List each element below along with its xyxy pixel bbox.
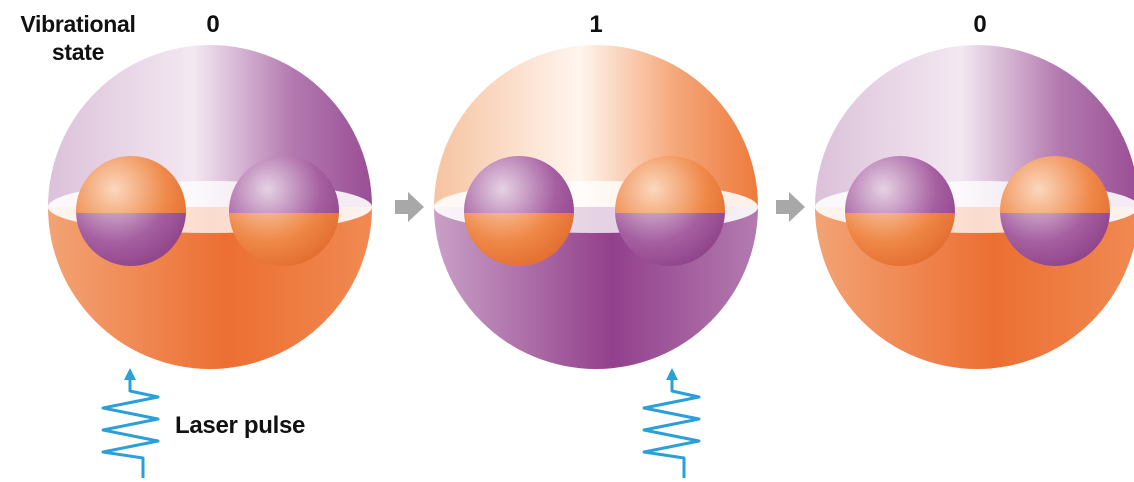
state-sphere-0	[48, 45, 372, 369]
ion-left	[76, 156, 186, 266]
transition-arrow-2-icon	[776, 192, 805, 222]
state-value-1: 1	[589, 11, 603, 38]
vibrational-state-label-line2: state	[51, 39, 105, 65]
vibrational-state-label: Vibrational state	[8, 10, 148, 66]
state-value-2: 0	[973, 11, 987, 38]
ion-right	[229, 156, 339, 266]
ion-right	[1000, 156, 1110, 266]
state-sphere-2	[815, 45, 1134, 369]
state-value-0: 0	[206, 11, 220, 38]
laser-pulse-label: Laser pulse	[175, 412, 306, 439]
laser-pulse-1-icon	[101, 368, 160, 478]
laser-pulse-2-icon	[642, 368, 701, 478]
transition-arrow-1-icon	[395, 192, 424, 222]
ion-left	[845, 156, 955, 266]
ion-right	[615, 156, 725, 266]
ion-left	[464, 156, 574, 266]
state-sphere-1	[434, 45, 758, 369]
vibrational-state-label-line1: Vibrational	[20, 11, 136, 37]
